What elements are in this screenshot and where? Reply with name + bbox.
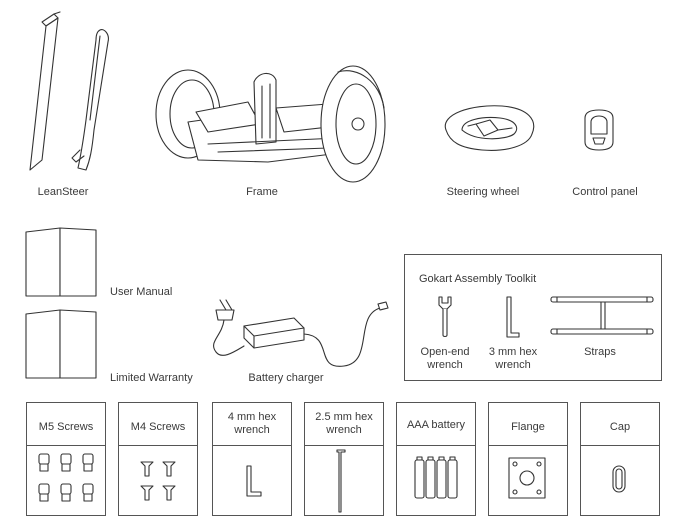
steering-wheel-illustration <box>444 105 535 151</box>
divider <box>489 445 567 446</box>
steering-wheel-label: Steering wheel <box>446 186 520 198</box>
control-panel-label: Control panel <box>572 186 638 198</box>
leansteer-label: LeanSteer <box>37 186 89 198</box>
limited-warranty-label: Limited Warranty <box>110 372 193 384</box>
divider <box>119 445 197 446</box>
part-box-m5-screws: M5 Screws <box>26 402 106 516</box>
divider <box>397 445 475 446</box>
part-box-flange: Flange <box>488 402 568 516</box>
toolkit-title: Gokart Assembly Toolkit <box>419 273 537 285</box>
m5-screws-icon <box>38 453 94 502</box>
part-title: Cap <box>609 421 631 433</box>
toolkit-box: Gokart Assembly Toolkit Open-end wrench … <box>404 254 662 381</box>
hex-wrench-2-5mm-icon <box>336 449 346 513</box>
divider <box>213 445 291 446</box>
divider <box>581 445 659 446</box>
divider <box>27 445 105 446</box>
open-end-wrench-icon <box>438 296 452 338</box>
part-box-m4-screws: M4 Screws <box>118 402 198 516</box>
frame-illustration <box>155 65 386 183</box>
hex-wrench-3mm-label: 3 mm hex wrench <box>488 346 538 371</box>
part-title: M5 Screws <box>38 421 94 433</box>
divider <box>305 445 383 446</box>
part-title: 4 mm hex wrench <box>227 411 277 436</box>
cap-icon <box>612 465 626 493</box>
part-title: M4 Screws <box>130 421 186 433</box>
hex-wrench-4mm-icon <box>246 465 262 497</box>
limited-warranty-booklet <box>25 309 97 379</box>
part-title: Flange <box>511 421 545 433</box>
part-box-cap: Cap <box>580 402 660 516</box>
part-box-4mm-hex-wrench: 4 mm hex wrench <box>212 402 292 516</box>
part-title: 2.5 mm hex wrench <box>315 411 373 436</box>
user-manual-booklet <box>25 227 97 297</box>
straps-label: Straps <box>584 346 616 358</box>
flange-icon <box>508 457 546 499</box>
hex-wrench-3mm-icon <box>506 296 520 338</box>
aaa-battery-icon <box>414 456 458 499</box>
part-box-2-5mm-hex-wrench: 2.5 mm hex wrench <box>304 402 384 516</box>
m4-screws-icon <box>140 461 176 501</box>
part-title: AAA battery <box>406 419 466 431</box>
user-manual-label: User Manual <box>110 286 173 298</box>
leansteer-illustration <box>29 11 109 171</box>
part-box-aaa-battery: AAA battery <box>396 402 476 516</box>
straps-icon <box>550 296 654 335</box>
frame-label: Frame <box>246 186 278 198</box>
battery-charger-label: Battery charger <box>248 372 324 384</box>
open-end-wrench-label: Open-end wrench <box>420 346 470 371</box>
control-panel-illustration <box>584 109 614 151</box>
battery-charger-illustration <box>213 299 389 367</box>
